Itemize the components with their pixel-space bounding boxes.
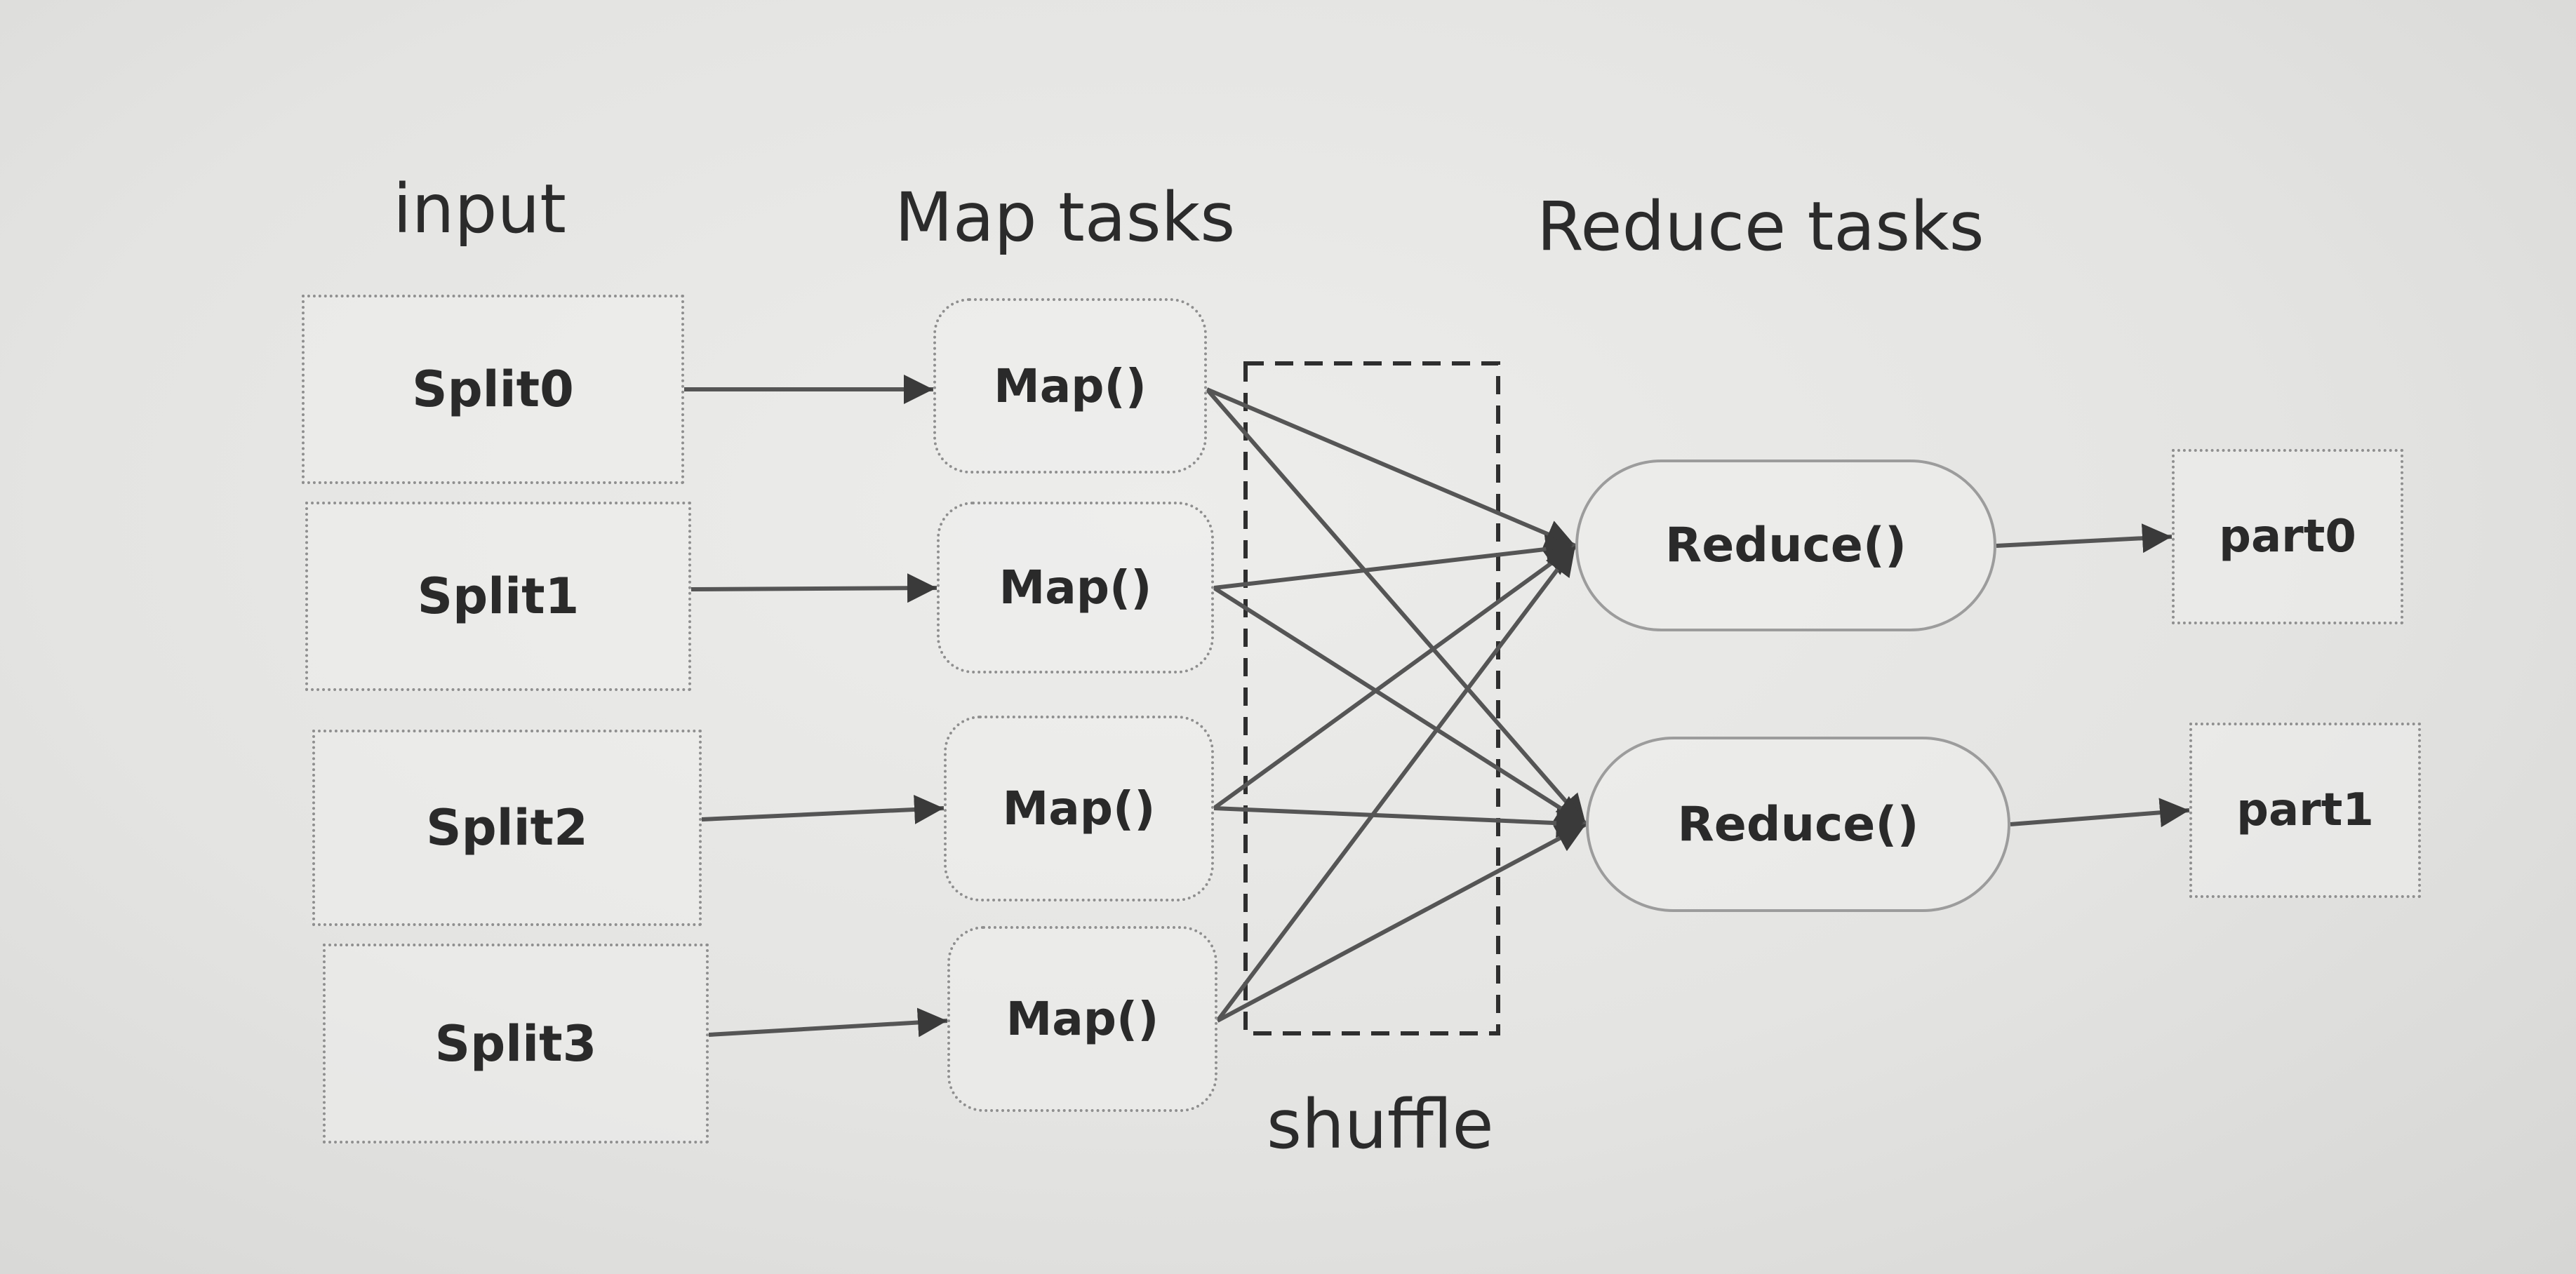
shuffle-label: shuffle xyxy=(1267,1085,1494,1164)
part-label: part1 xyxy=(2236,784,2374,836)
arrow-map2-to-reduce1 xyxy=(1213,806,1587,838)
arrow-split2-to-map2 xyxy=(701,794,945,824)
shuffle-box xyxy=(1243,361,1500,1035)
split-box-1: Split1 xyxy=(305,502,691,691)
reduce-label: Reduce() xyxy=(1664,518,1907,573)
split-label: Split2 xyxy=(426,799,588,857)
arrow-split1-to-map1 xyxy=(690,573,937,603)
map-tasks-heading: Map tasks xyxy=(895,178,1236,257)
map-label: Map() xyxy=(994,358,1147,413)
reduce-label: Reduce() xyxy=(1677,796,1919,852)
map-box-2: Map() xyxy=(944,716,1214,901)
input-heading: input xyxy=(393,170,566,248)
part-box-0: part0 xyxy=(2172,449,2403,624)
map-label: Map() xyxy=(1002,782,1156,836)
arrow-reduce1-to-part1 xyxy=(2010,798,2190,828)
reduce-tasks-heading: Reduce tasks xyxy=(1537,187,1984,266)
arrow-map2-to-reduce0 xyxy=(1213,544,1577,810)
arrow-map0-to-reduce0 xyxy=(1206,387,1577,548)
arrow-map3-to-reduce1 xyxy=(1216,822,1587,1023)
arrow-map3-to-reduce0 xyxy=(1215,544,1577,1022)
arrow-split3-to-map3 xyxy=(708,1007,948,1038)
part-label: part0 xyxy=(2219,511,2356,563)
split-label: Split3 xyxy=(434,1014,597,1073)
map-box-3: Map() xyxy=(947,926,1217,1112)
split-label: Split1 xyxy=(417,568,580,625)
map-box-0: Map() xyxy=(933,298,1207,474)
split-box-3: Split3 xyxy=(323,944,709,1144)
arrow-map1-to-reduce0 xyxy=(1213,535,1576,590)
split-box-0: Split0 xyxy=(302,295,684,484)
split-label: Split0 xyxy=(412,361,574,418)
part-box-1: part1 xyxy=(2189,723,2421,898)
arrow-reduce0-to-part0 xyxy=(1996,523,2173,554)
reduce-box-1: Reduce() xyxy=(1586,737,2010,912)
arrow-map1-to-reduce1 xyxy=(1213,586,1587,826)
edges xyxy=(684,375,2190,1038)
map-box-1: Map() xyxy=(937,502,1214,673)
map-label: Map() xyxy=(1006,992,1159,1046)
reduce-box-0: Reduce() xyxy=(1575,460,1996,631)
map-label: Map() xyxy=(999,561,1152,615)
arrow-map0-to-reduce1 xyxy=(1205,388,1588,826)
split-box-2: Split2 xyxy=(312,730,702,926)
